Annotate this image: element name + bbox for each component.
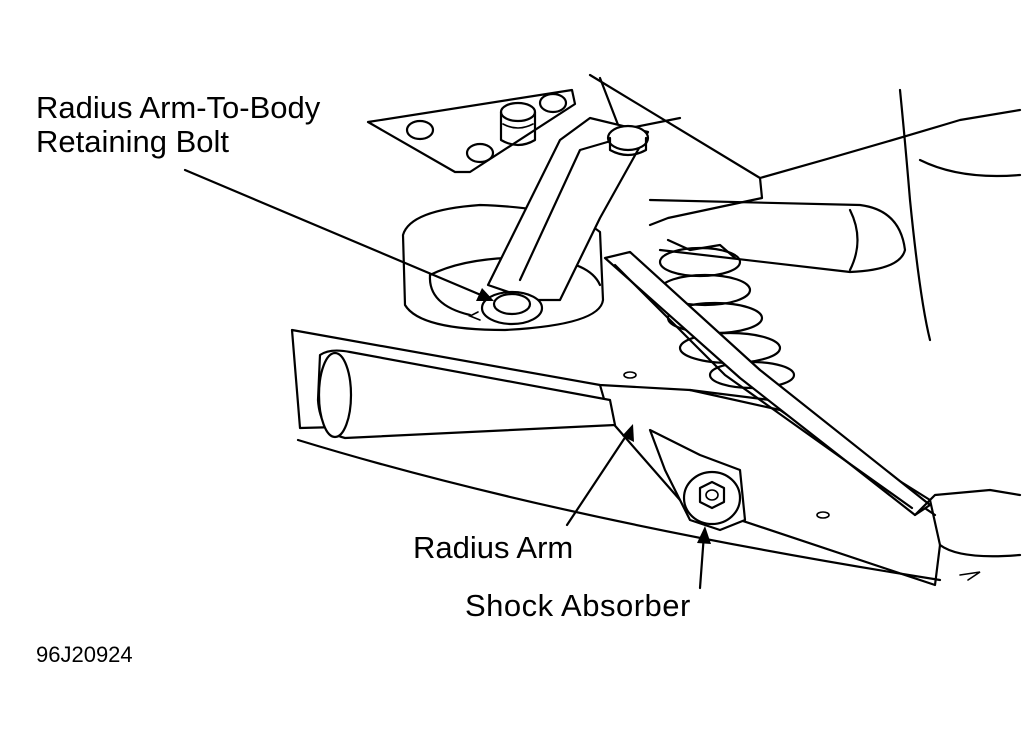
arm-upper-flange (603, 250, 932, 517)
leader-arrows (183, 168, 711, 590)
arm-arrowhead (622, 424, 634, 442)
arm-leader-line (565, 428, 632, 527)
callout-retaining-bolt-line2: Retaining Bolt (36, 124, 230, 159)
figure-id: 96J20924 (36, 642, 133, 667)
shock-arrowhead (697, 526, 711, 544)
bolt-arrowhead (476, 288, 494, 301)
bolt-leader-line (183, 168, 490, 300)
shock-absorber-mount (648, 428, 747, 532)
axle-tube (316, 349, 617, 440)
lower-retaining-bolt (468, 290, 544, 326)
mounting-bracket (366, 88, 577, 174)
callout-shock-absorber: Shock Absorber (465, 588, 691, 623)
callout-radius-arm: Radius Arm (413, 530, 574, 565)
callout-retaining-bolt-line1: Radius Arm-To-Body (36, 90, 321, 125)
body-frame (588, 73, 1022, 342)
front-end-bracket (913, 488, 1022, 581)
